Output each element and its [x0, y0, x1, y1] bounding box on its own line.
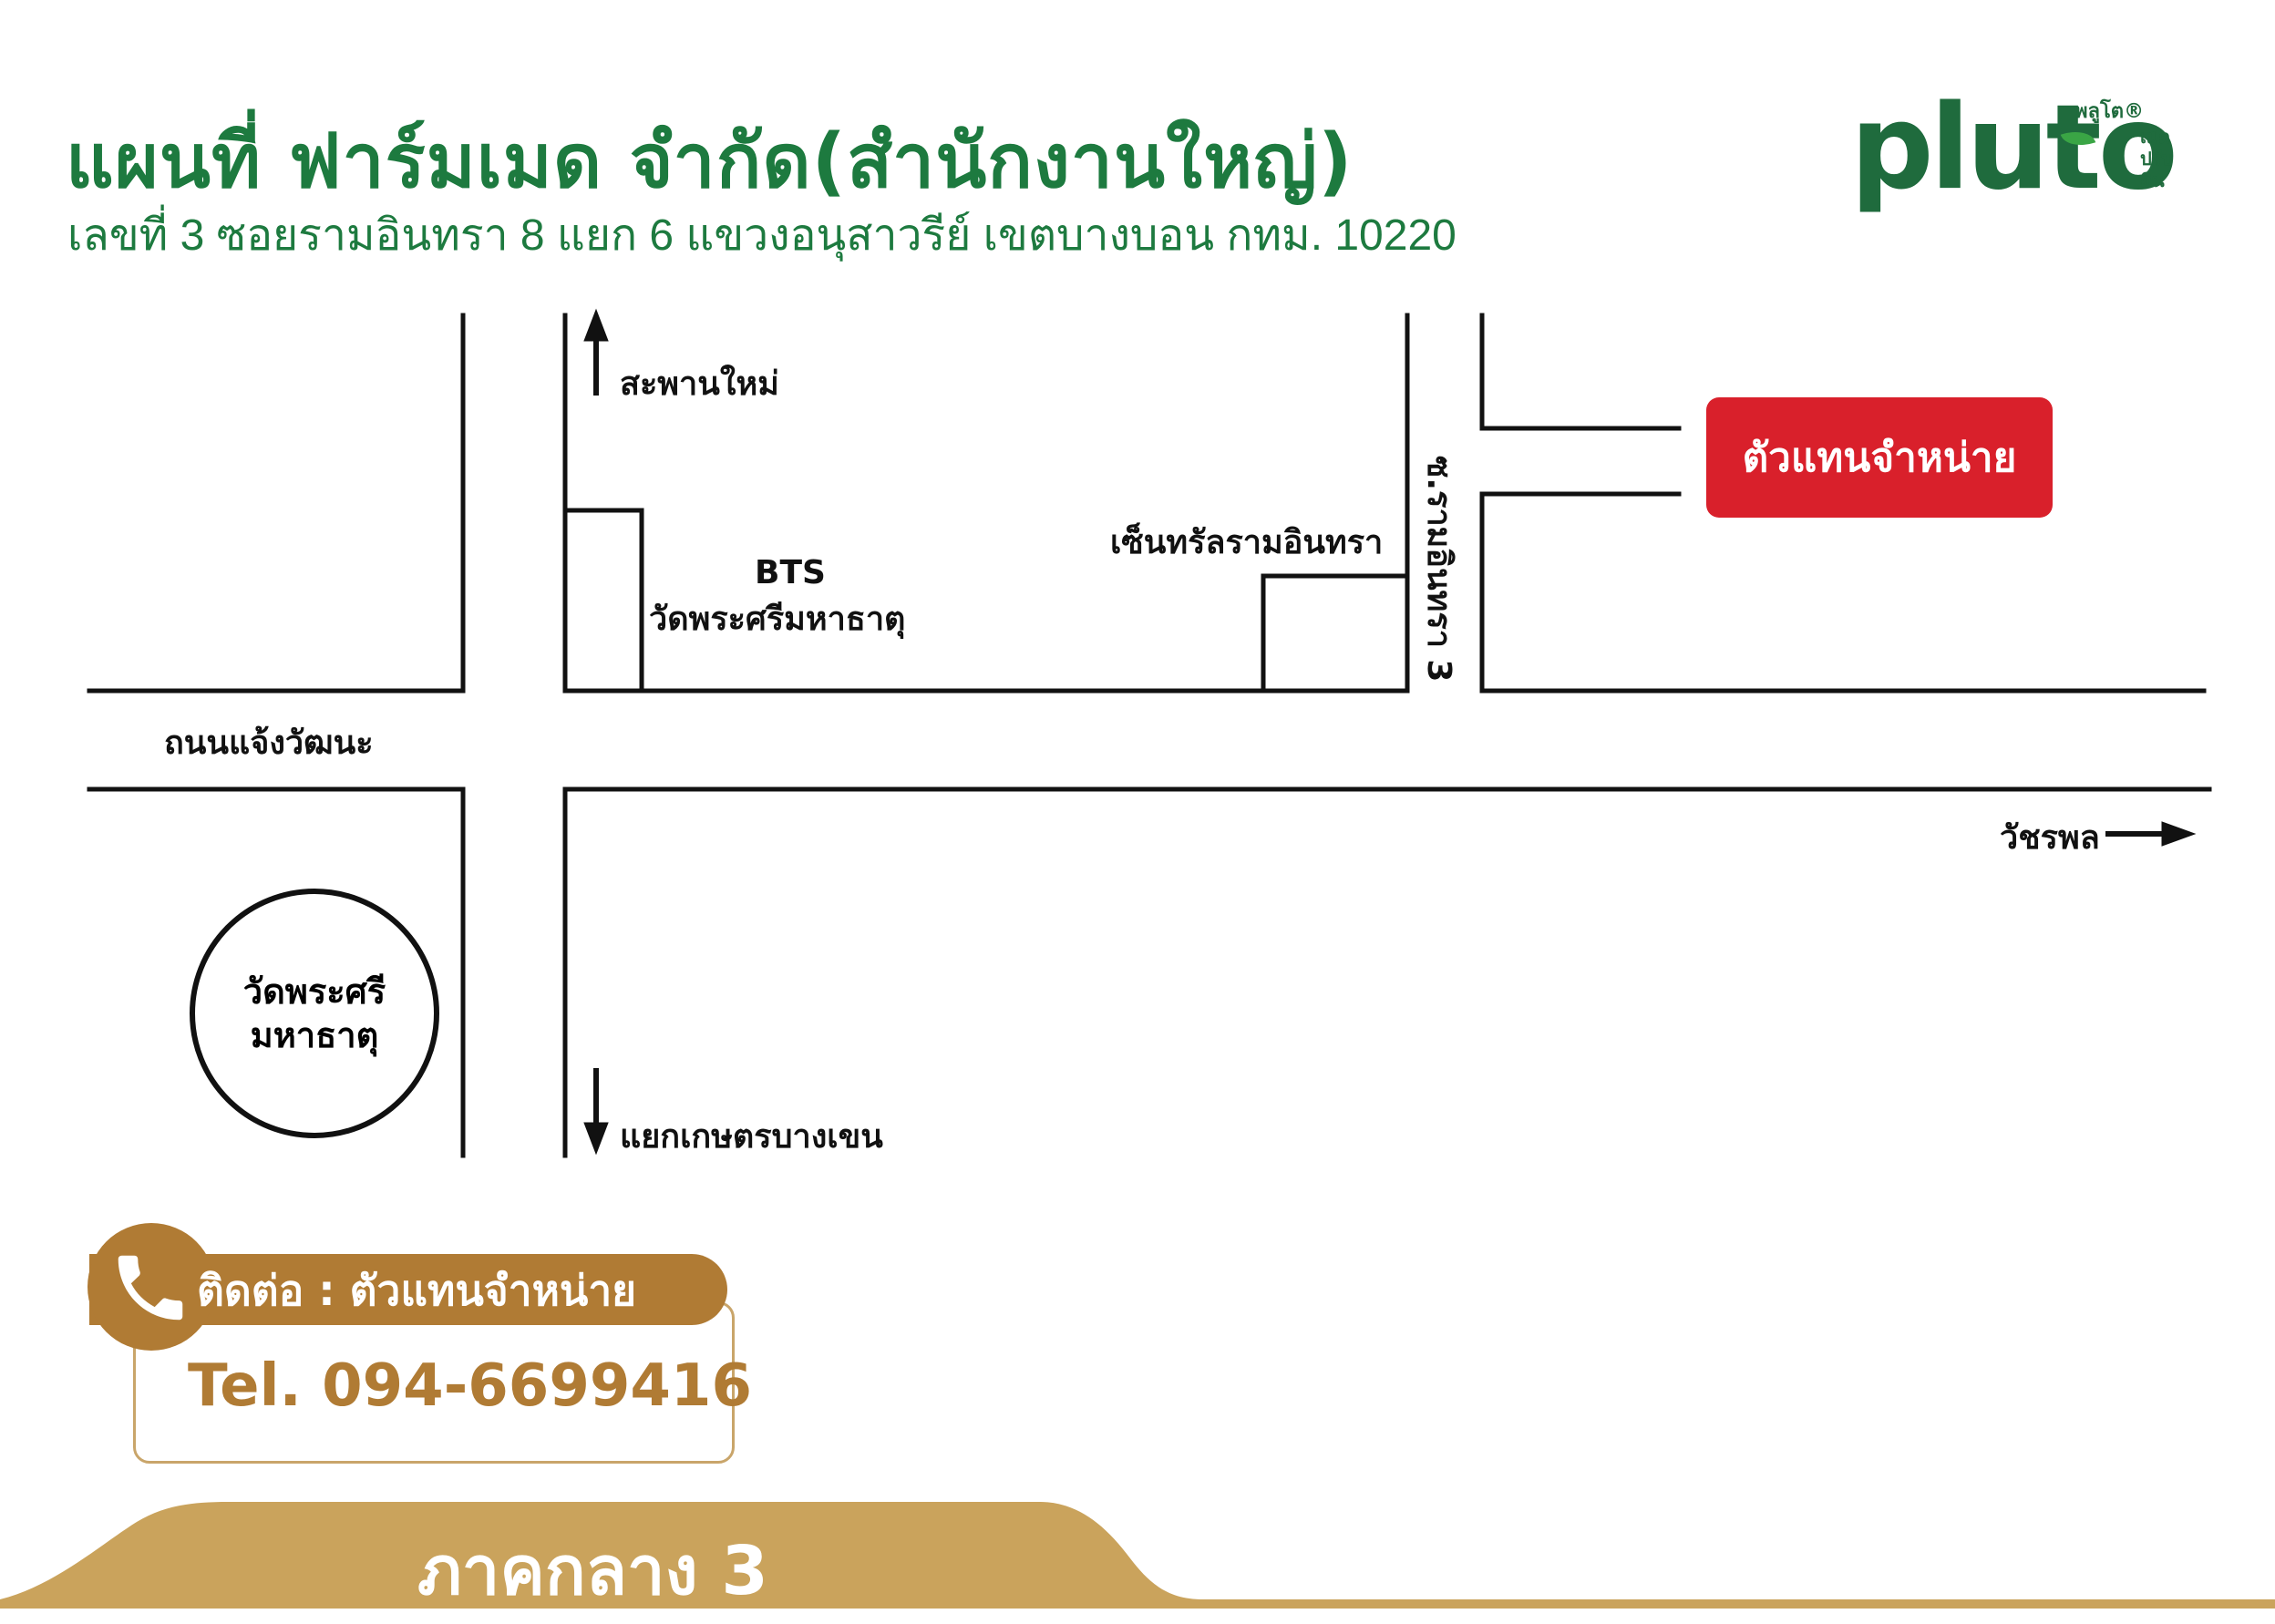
map-label-east: วัชรพล: [2000, 819, 2100, 857]
pluto-logo: pluto พลูโต® เม็ด ปรับ ดิน: [1850, 80, 2215, 224]
temple-landmark: วัดพระศรี มหาธาตุ: [190, 889, 439, 1138]
map-label-main-road: ถนนแจ้งวัฒนะ: [164, 725, 374, 762]
map-label-soi: ซ.รามอินทรา 3: [1420, 456, 1457, 683]
logo-tagline: เม็ด ปรับ ดิน: [2140, 126, 2195, 191]
logo-tagline-line: เม็ด: [2140, 126, 2171, 148]
logo-thai-name: พลูโต®: [2074, 100, 2145, 123]
region-band-shape: [0, 1502, 2275, 1609]
bts-station-box: [562, 508, 644, 694]
logo-tagline-line: ปรับ: [2140, 148, 2174, 170]
address-text: เลขที่ 3 ซอยรามอินทรา 8 แยก 6 แขวงอนุสาว…: [67, 211, 1457, 260]
map-label-south: แยกเกษตรบางเขน: [620, 1118, 883, 1156]
logo-tagline-line: ดิน: [2140, 170, 2165, 191]
map-label-bts: BTS: [755, 554, 826, 591]
right-arrow-icon: [2161, 821, 2197, 847]
temple-name-line: มหาธาตุ: [250, 1015, 379, 1055]
region-band: [0, 1502, 2275, 1609]
region-label: ภาคกลาง 3: [417, 1532, 768, 1610]
up-arrow-icon: [583, 308, 609, 342]
dealer-location-marker: ตัวแทนจำหน่าย: [1706, 397, 2053, 518]
down-arrow-icon: [583, 1122, 609, 1156]
contact-card: [133, 1301, 735, 1464]
page-title: แผนที่ ฟาร์มเมด จำกัด(สำนักงานใหญ่): [66, 118, 1354, 205]
contact-label: ติดต่อ : ตัวแทนจำหน่าย: [197, 1266, 637, 1315]
central-building-box: [1261, 573, 1410, 694]
phone-badge: [88, 1223, 215, 1351]
map-label-bts-station: วัดพระศรีมหาธาตุ: [649, 601, 906, 638]
phone-number[interactable]: Tel. 094-6699416: [188, 1352, 752, 1420]
temple-name-line: วัดพระศรี: [242, 971, 386, 1012]
map-label-north: สะพานใหม่: [620, 365, 779, 403]
phone-icon: [118, 1255, 183, 1321]
logo-wordmark: pluto: [1850, 80, 2178, 216]
map-label-central: เซ็นทรัลรามอินทรา: [1110, 524, 1384, 561]
dealer-label: ตัวแทนจำหน่าย: [1742, 435, 2017, 481]
